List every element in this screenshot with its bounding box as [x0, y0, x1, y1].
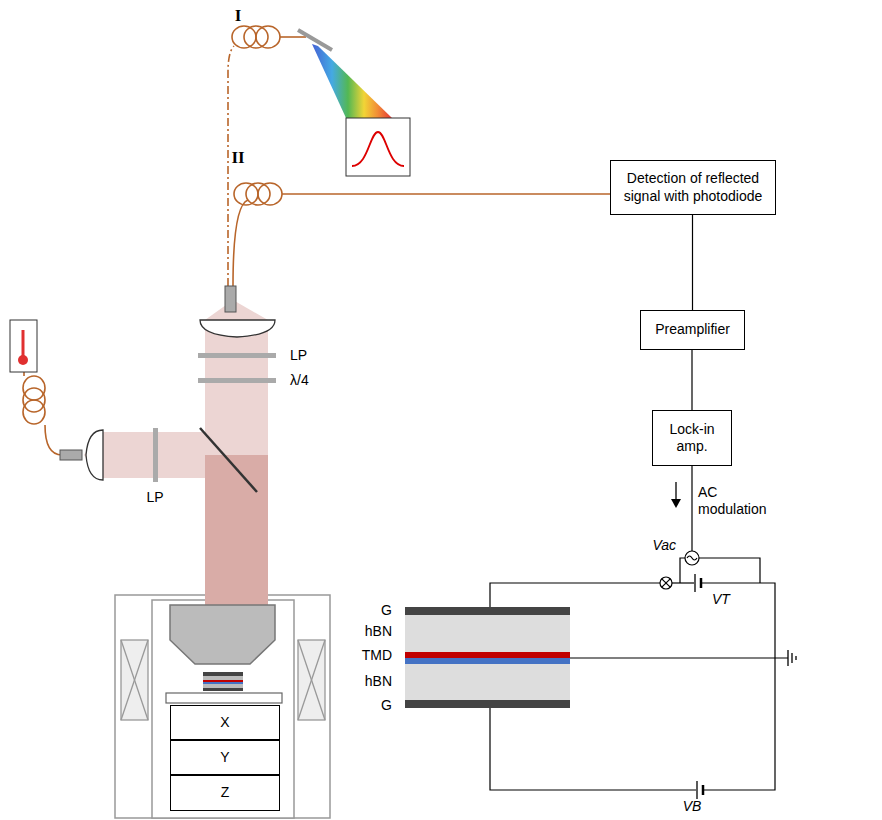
component-label: LP — [290, 347, 307, 364]
laser-source — [10, 320, 37, 372]
layer-label: G — [381, 697, 392, 714]
process-box: Preamplifier — [640, 310, 745, 350]
lens — [200, 320, 275, 337]
stage-box: X — [170, 705, 280, 740]
beam-splitter — [200, 428, 257, 492]
process-box: Detection of reflected signal with photo… — [610, 160, 776, 215]
layer-label: G — [381, 602, 392, 619]
voltage-label: VT — [712, 591, 730, 608]
fiber-number: II — [231, 148, 244, 168]
meter-symbol — [660, 577, 672, 589]
box-label: Detection of reflected signal with photo… — [619, 170, 767, 205]
battery-symbol — [695, 574, 703, 799]
signal-wire — [691, 350, 692, 410]
quarter-wave-plate — [198, 378, 276, 383]
device-stack — [405, 607, 570, 708]
lens — [86, 430, 103, 480]
circuit-wire — [490, 466, 788, 790]
polarizer — [198, 353, 276, 358]
layer-label: hBN — [365, 623, 392, 640]
ac-source — [685, 551, 699, 565]
voltage-label: VB — [683, 798, 702, 815]
box-label: Lock-in amp. — [661, 421, 723, 456]
fiber-tip — [60, 450, 82, 460]
polarizer — [153, 428, 158, 482]
box-label: Preamplifier — [655, 321, 730, 339]
box-label: Z — [221, 784, 230, 802]
layer-label: hBN — [365, 673, 392, 690]
cryostat — [115, 595, 330, 818]
component-label: λ/4 — [290, 372, 309, 389]
voltage-label: Vac — [652, 537, 676, 554]
fiber-tip — [225, 286, 236, 312]
stage-box: Z — [170, 775, 280, 811]
spectrometer — [346, 118, 410, 176]
box-label: X — [220, 714, 229, 732]
sample — [166, 672, 282, 703]
modulation-arrow — [671, 482, 681, 508]
box-label: Y — [220, 749, 229, 767]
dispersed-light — [312, 44, 392, 118]
ground-symbol — [788, 650, 796, 666]
signal-label: AC modulation — [698, 484, 778, 518]
optical-fiber — [23, 26, 610, 455]
fiber-number: I — [235, 6, 242, 26]
signal-wire — [692, 215, 693, 310]
stage-box: Y — [170, 740, 280, 775]
layer-label: TMD — [362, 647, 392, 664]
process-box: Lock-in amp. — [652, 410, 732, 466]
component-label: LP — [146, 489, 163, 506]
laser-beam — [84, 300, 268, 605]
objective — [170, 605, 275, 664]
